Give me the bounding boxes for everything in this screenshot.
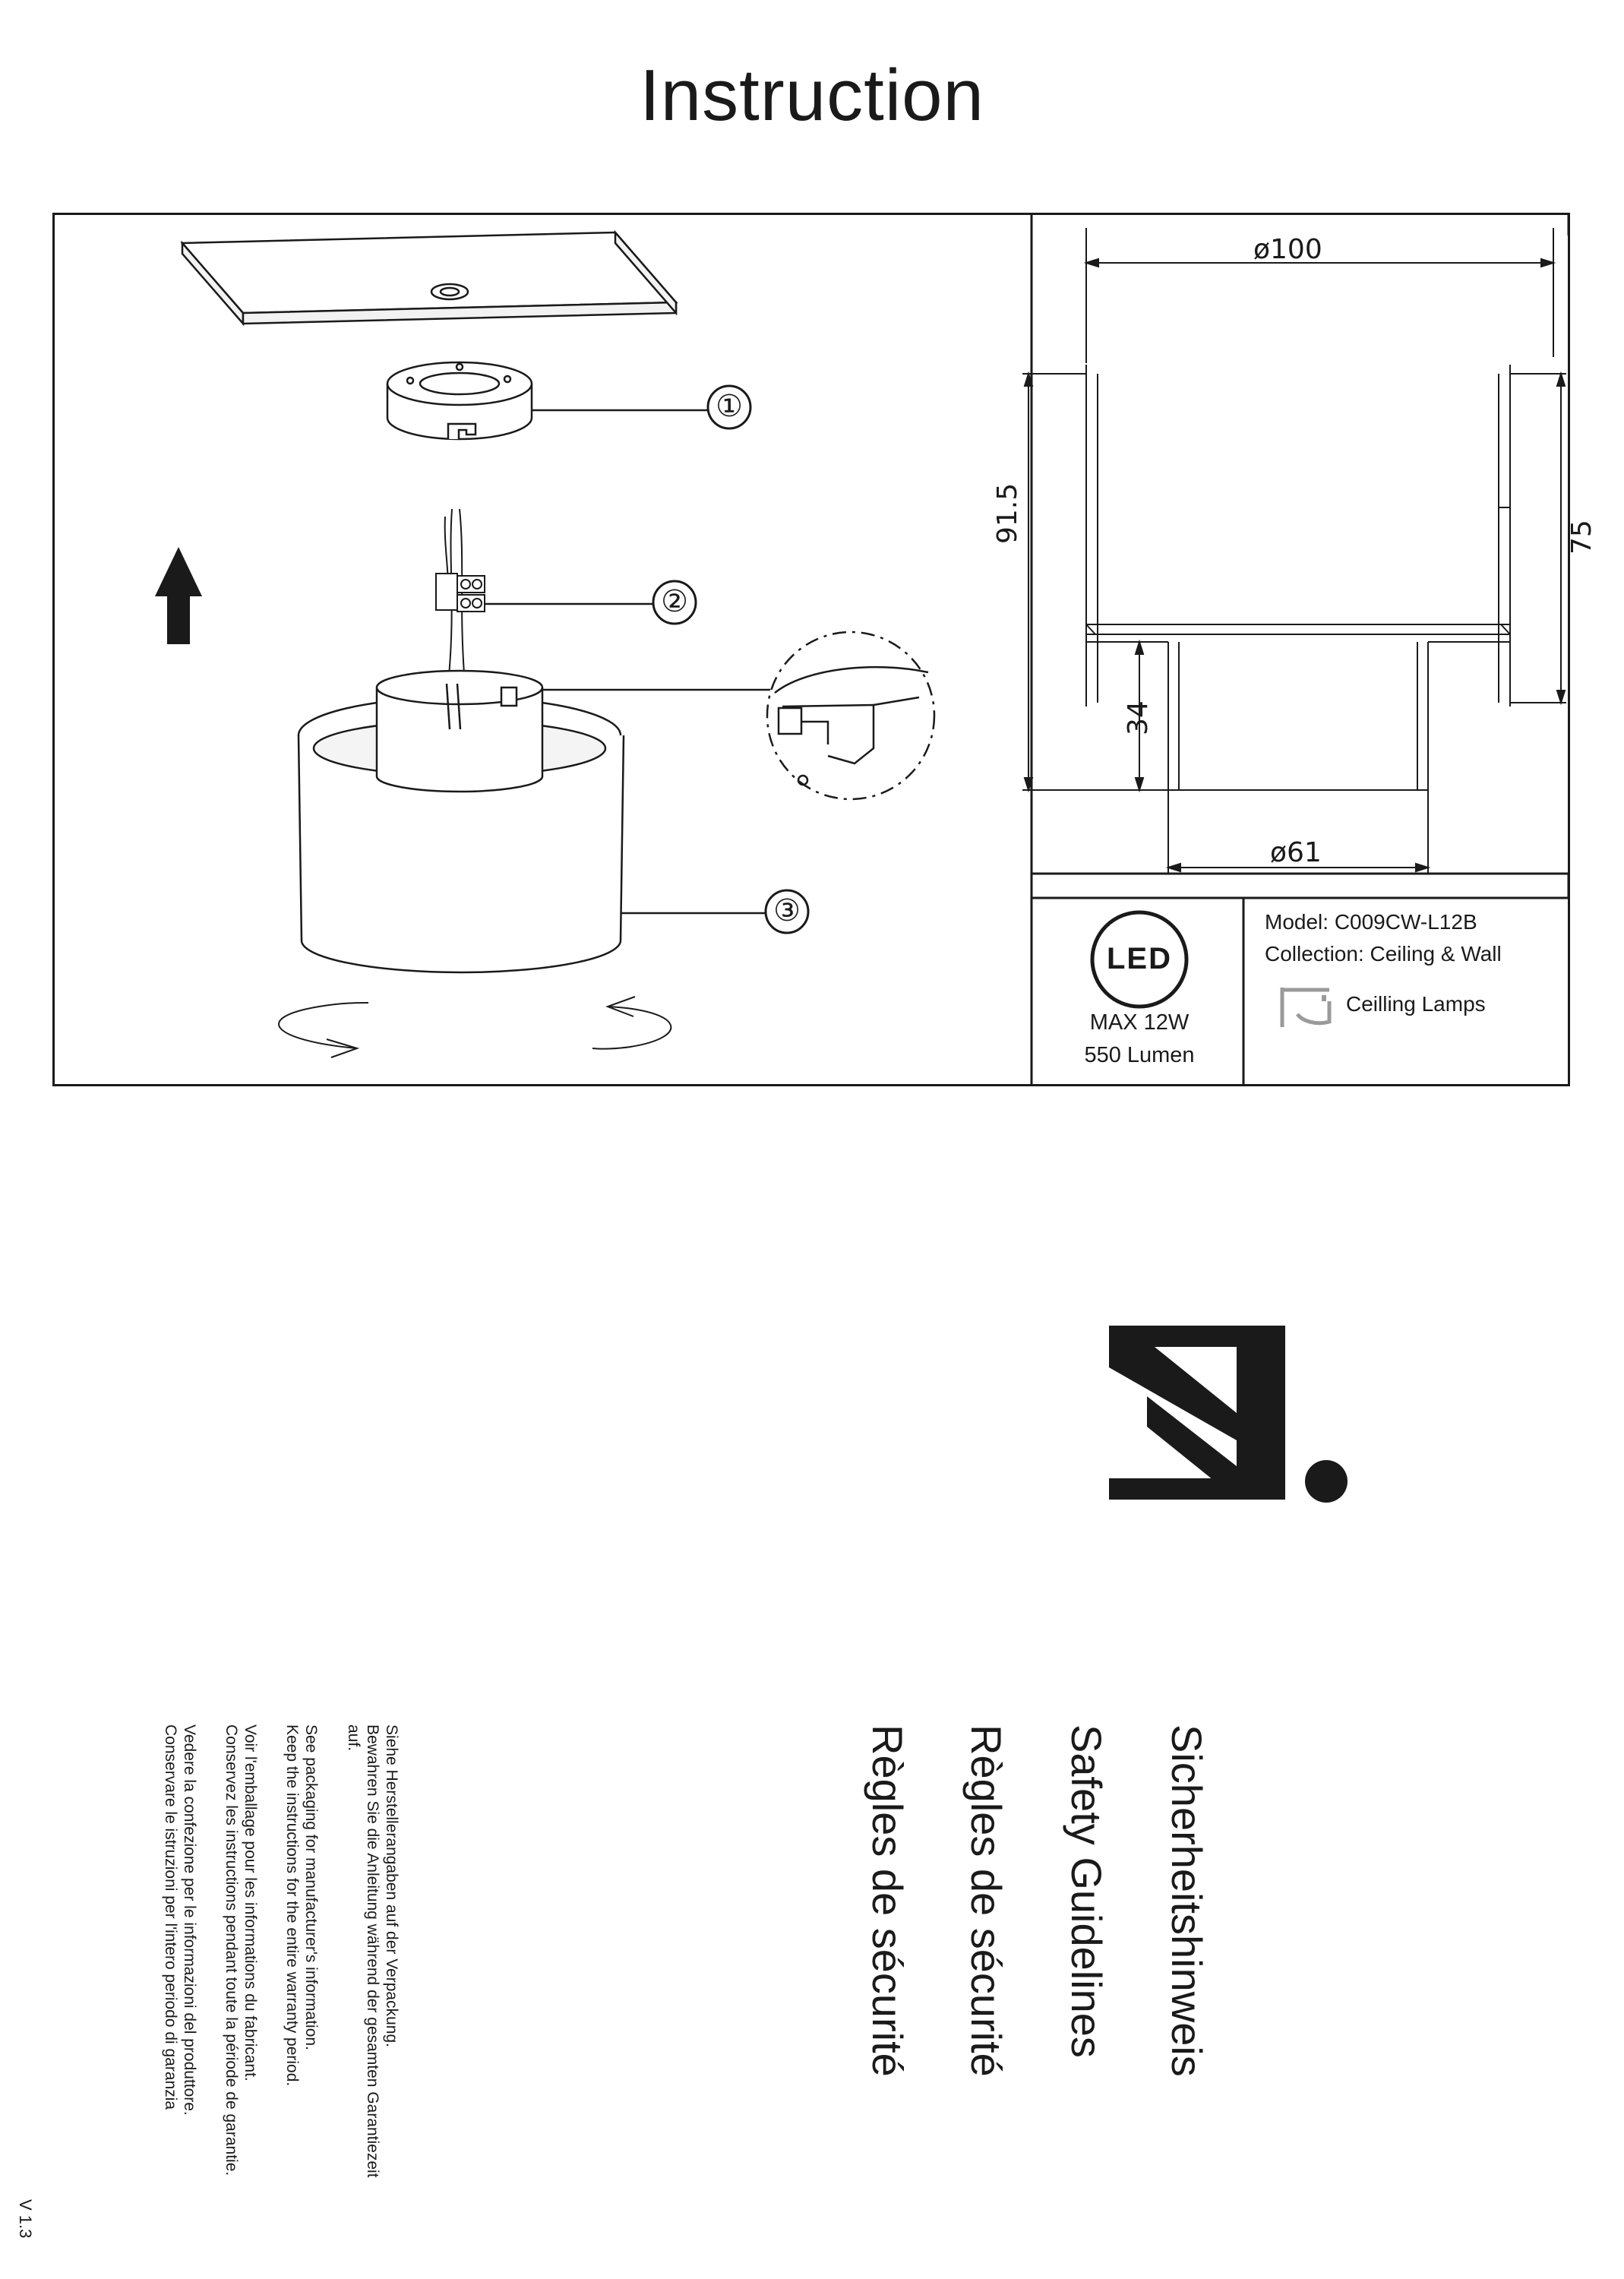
detail-inset xyxy=(542,631,936,801)
led-power: MAX 12W xyxy=(1089,1010,1190,1035)
dimension-total-height: 91.5 xyxy=(992,482,1023,544)
led-lumen: 550 Lumen xyxy=(1084,1043,1195,1067)
lamp-body xyxy=(297,669,625,974)
callout-3: ③ xyxy=(773,894,801,928)
dimension-top-diameter: ø100 xyxy=(1253,234,1322,265)
safety-note-it: Vedere la confezione per le informazioni… xyxy=(162,1724,198,2116)
safety-heading-en: Safety Guidelines xyxy=(1063,1724,1111,2058)
dimension-base-height: 34 xyxy=(1123,700,1154,735)
mounting-ring xyxy=(386,361,533,441)
dimension-body-height: 75 xyxy=(1566,520,1597,555)
callout-2: ② xyxy=(661,585,688,618)
ceiling-lamp-icon xyxy=(1280,988,1332,1027)
rotate-arrows-icon xyxy=(278,996,672,1058)
led-badge-label: LED xyxy=(1107,942,1172,975)
safety-heading-fr-1: Règles de sécurité xyxy=(962,1724,1010,2077)
safety-note-en: See packaging for manufacturer's informa… xyxy=(283,1724,320,2087)
version-label: V 1.3 xyxy=(16,2199,35,2239)
mounting-plate xyxy=(180,229,678,327)
wire-connector xyxy=(435,508,485,684)
brand-m-logo xyxy=(1109,1326,1348,1503)
product-collection: Collection: Ceiling & Wall xyxy=(1265,942,1502,966)
product-model: Model: C009CW-L12B xyxy=(1265,910,1477,934)
safety-heading-de: Sicherheitshinweis xyxy=(1163,1724,1211,2077)
up-arrow-icon xyxy=(155,547,202,644)
safety-note-fr: Voir l'emballage pour les informations d… xyxy=(223,1724,259,2176)
safety-note-de: Siehe Herstellerangaben auf der Verpacku… xyxy=(345,1724,400,2178)
led-badge-icon xyxy=(1090,910,1189,1009)
dimension-bottom-diameter: ø61 xyxy=(1270,837,1322,868)
callout-1: ① xyxy=(716,390,743,423)
product-category: Ceilling Lamps xyxy=(1346,992,1486,1016)
safety-heading-fr-2: Règles de sécurité xyxy=(864,1724,912,2077)
page-title: Instruction xyxy=(640,55,984,136)
dimension-drawing xyxy=(1022,228,1566,874)
instruction-panel xyxy=(52,213,1570,1086)
